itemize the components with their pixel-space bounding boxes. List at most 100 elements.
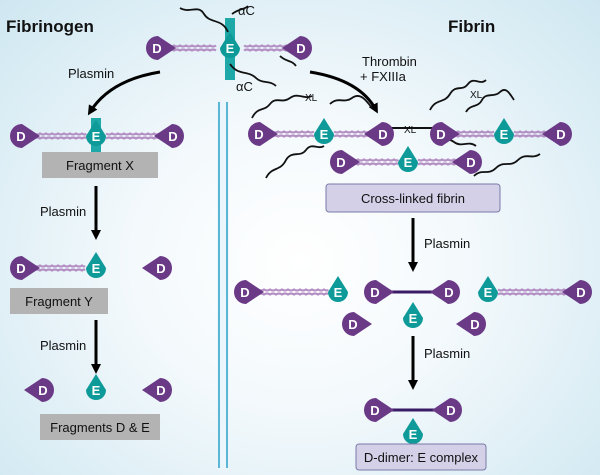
- d-domain: D: [364, 280, 394, 304]
- d-domain-shape: [364, 280, 394, 304]
- coil-right: [105, 132, 161, 140]
- d-domain-letter: D: [240, 285, 249, 300]
- fragment-y-box: [10, 288, 108, 314]
- e-domain-shape: [86, 120, 106, 146]
- d-domain-letter: D: [466, 155, 475, 170]
- e-domain-letter: E: [500, 127, 509, 142]
- d-domain-shape: [282, 36, 312, 60]
- fxiii-label: + FXIIIa: [360, 69, 407, 84]
- d-domain-free: D: [142, 256, 172, 280]
- d-domain-letter: D: [470, 317, 479, 332]
- d-domain-letter: D: [156, 261, 165, 276]
- d-domain-shape: [364, 122, 394, 146]
- d-domain-letter: D: [378, 127, 387, 142]
- d-domain-letter: D: [348, 317, 357, 332]
- d-dimer-box: [355, 443, 487, 471]
- d-domain: D: [282, 36, 312, 60]
- alpha-c-chain-top-end: [231, 5, 249, 15]
- d-domain-shape: [330, 150, 360, 174]
- coil-strand: [497, 288, 571, 292]
- e-domain-letter: E: [320, 127, 329, 142]
- thrombin-label: Thrombin: [362, 54, 417, 69]
- fibrinogen-molecule: αC αC D E D: [146, 3, 312, 94]
- e-domain-letter: E: [334, 285, 343, 300]
- alpha-c-chain-right: [279, 55, 297, 67]
- d-domain-free: D: [456, 312, 486, 336]
- e-domain: E: [403, 302, 423, 328]
- alpha-c-label-bottom: αC: [236, 79, 253, 94]
- d-domain: D: [10, 124, 40, 148]
- d-domain-letter: D: [38, 383, 47, 398]
- e-domain-shape: [403, 302, 423, 328]
- e-domain-letter: E: [92, 383, 101, 398]
- cross-linked-fibrin-box: [325, 183, 501, 213]
- coil-left: [33, 264, 86, 272]
- fragment-y-label: Fragment Y: [25, 294, 93, 309]
- coil-strand: [243, 48, 291, 52]
- coil-strand: [33, 264, 86, 268]
- d-domain-letter: D: [446, 403, 455, 418]
- d-domain-shape: [10, 256, 40, 280]
- xl-label: XL: [404, 125, 417, 136]
- arrow-plasmin-to-fragment-x: [87, 70, 161, 116]
- e-domain-shape: [220, 32, 240, 58]
- e-domain: E: [403, 418, 423, 444]
- e-domain-shape: [494, 118, 514, 144]
- d-domain-shape: [432, 398, 462, 422]
- d-domain: D: [452, 150, 482, 174]
- d-domain-letter: D: [156, 383, 165, 398]
- d-domain-letter: D: [168, 129, 177, 144]
- d-domain-shape: [342, 312, 372, 336]
- e-domain-letter: E: [409, 311, 418, 326]
- coil-strand: [451, 130, 495, 134]
- d-domain-shape: [234, 280, 264, 304]
- coil-strand: [105, 132, 161, 136]
- alpha-c-chain-bottom: [229, 63, 277, 87]
- d-domain-letter: D: [576, 285, 585, 300]
- e-domain-shape: [328, 276, 348, 302]
- e-domain: E: [86, 120, 106, 146]
- xl-label: XL: [305, 93, 318, 104]
- d-domain-shape: [10, 124, 40, 148]
- e-domain-shape: [86, 374, 106, 400]
- fibrin-title: Fibrin: [448, 17, 495, 36]
- xl-chain: [465, 88, 515, 113]
- d-domain-shape: [146, 36, 176, 60]
- center-divider: [217, 100, 229, 470]
- d-domain-letter: D: [296, 41, 305, 56]
- cross-linked-fibrin-label: Cross-linked fibrin: [361, 191, 465, 206]
- coil-strand: [271, 134, 315, 138]
- fragment-y-molecule: D E: [10, 252, 106, 280]
- d-domain-shape: [430, 122, 460, 146]
- e-domain-shape: [86, 252, 106, 278]
- d-domain: D: [24, 378, 54, 402]
- coil: [351, 158, 399, 166]
- d-domain-letter: D: [152, 41, 161, 56]
- xl-chain: [329, 95, 373, 109]
- coil-strand: [243, 44, 291, 48]
- d-domain-shape: [142, 256, 172, 280]
- e-domain: E: [478, 276, 498, 302]
- d-domain-letter: D: [370, 285, 379, 300]
- e-domain: E: [398, 146, 418, 172]
- e-domain: E: [328, 276, 348, 302]
- fibrin-digest-left: D E: [234, 276, 348, 304]
- alpha-c-label-top: αC: [238, 3, 255, 18]
- d-domain: D: [330, 150, 360, 174]
- xl-chain: [429, 79, 487, 111]
- fragments-de-label: Fragments D & E: [50, 420, 150, 435]
- coil-strand: [33, 268, 86, 272]
- e-domain: E: [86, 374, 106, 400]
- e-domain-letter: E: [92, 261, 101, 276]
- coil-strand: [257, 292, 329, 296]
- d-domain-shape: [456, 312, 486, 336]
- xl-label: XL: [470, 90, 483, 101]
- d-domain: D: [142, 378, 172, 402]
- d-domain-shape: [248, 122, 278, 146]
- e-domain-letter: E: [92, 129, 101, 144]
- d-domain-shape: [154, 124, 184, 148]
- d-domain-shape: [430, 280, 460, 304]
- e-domain-letter: E: [404, 155, 413, 170]
- fragment-x-label: Fragment X: [66, 158, 134, 173]
- fibrin-digest-right: E D: [478, 276, 592, 304]
